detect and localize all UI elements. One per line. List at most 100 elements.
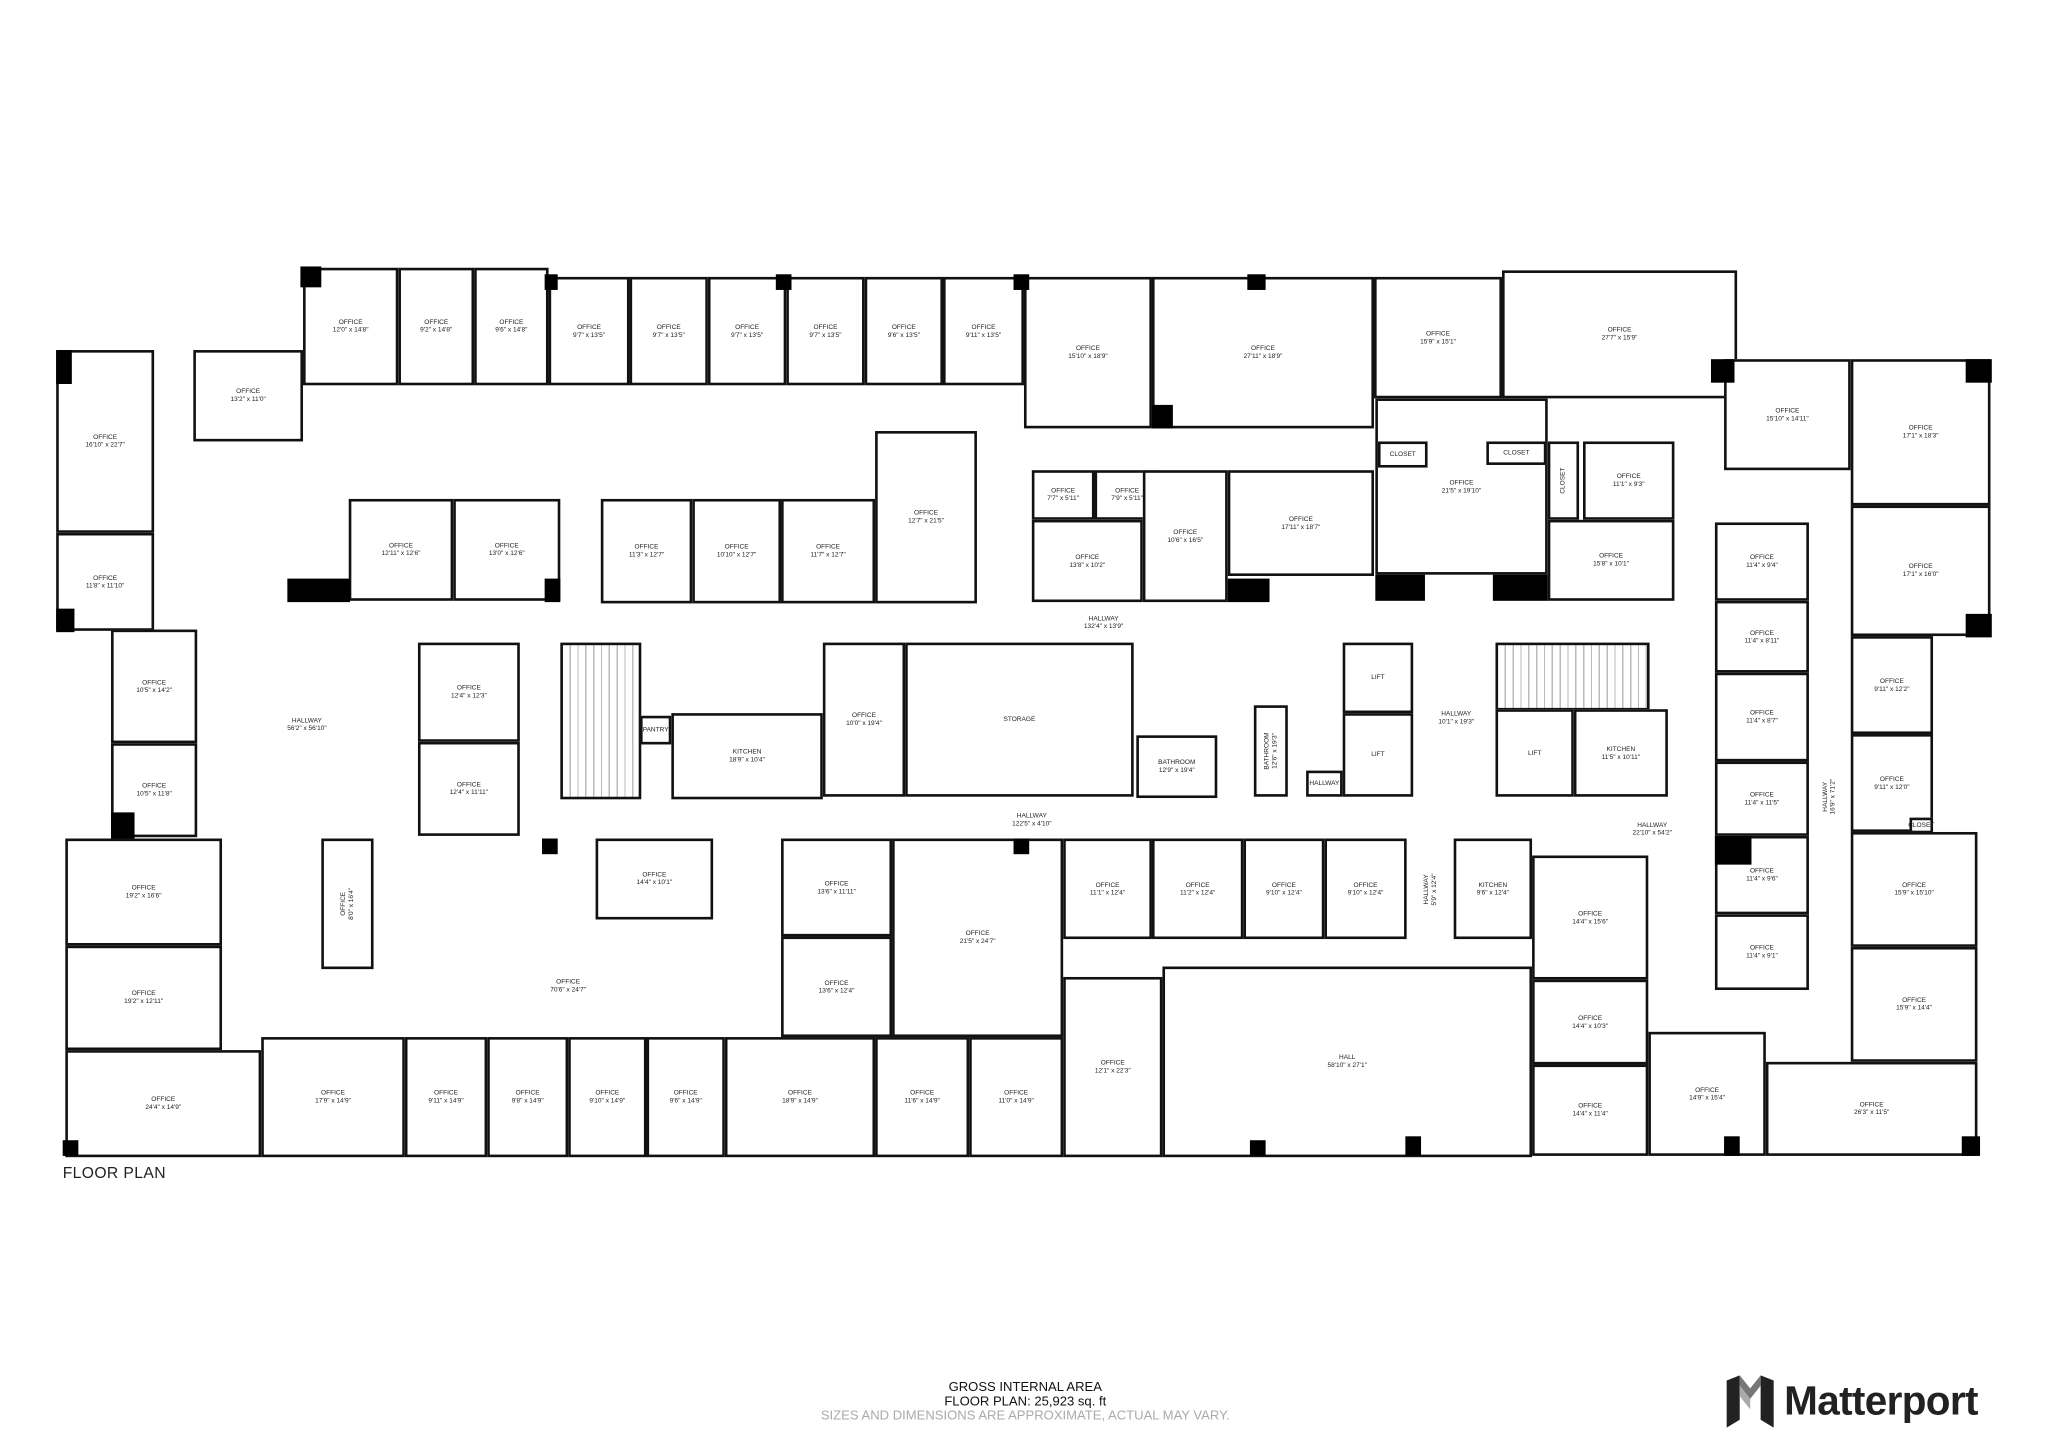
structural-column xyxy=(1710,359,1735,383)
room-dimensions: 70'6" x 24'7" xyxy=(550,986,587,994)
room-dimensions: 11'4" x 9'4" xyxy=(1746,561,1778,570)
room-closet: CLOSET xyxy=(1908,817,1934,834)
room-dimensions: 11'4" x 8'11" xyxy=(1744,636,1780,645)
room-dimensions: 9'11" x 14'9" xyxy=(428,1097,464,1105)
structural-column xyxy=(62,1140,79,1156)
room-dimensions: 15'8" x 10'1" xyxy=(1593,560,1629,569)
room-dimensions: 14'4" x 10'3" xyxy=(1572,1022,1609,1030)
room-dimensions: 11'3" x 12'7" xyxy=(628,551,665,560)
structural-column xyxy=(1714,835,1752,865)
room-dimensions: 13'2" x 11'0" xyxy=(230,395,266,404)
room-name: OFFICE xyxy=(910,1089,935,1098)
room-name: OFFICE xyxy=(1185,880,1210,889)
room-dimensions: 15'9" x 14'4" xyxy=(1896,1004,1932,1013)
room-dimensions: 15'10" x 14'11" xyxy=(1766,414,1809,423)
room-name: OFFICE xyxy=(914,509,938,518)
room-name: OFFICE xyxy=(824,978,849,987)
room-dimensions: 11'2" x 12'4" xyxy=(1180,888,1216,897)
room-closet: CLOSET xyxy=(1486,441,1547,465)
room-dimensions: 11'4" x 8'7" xyxy=(1746,717,1778,725)
room-dimensions: 9'2" x 14'8" xyxy=(420,326,453,335)
room-name: PANTRY xyxy=(642,726,669,735)
room-name: OFFICE xyxy=(1288,515,1313,524)
room-name: OFFICE xyxy=(1578,1102,1603,1111)
room-dimensions: 13'8" x 10'2" xyxy=(1069,560,1106,569)
room-name: OFFICE xyxy=(339,891,348,916)
room-dimensions: 22'10" x 54'2" xyxy=(1632,828,1672,837)
room-dimensions: 15'9" x 15'1" xyxy=(1420,337,1456,346)
room-name: OFFICE xyxy=(813,323,838,332)
room-name: OFFICE xyxy=(1749,867,1774,876)
room-dimensions: 12'6" x 19'3" xyxy=(1270,733,1279,769)
room-dimensions: 24'4" x 14'9" xyxy=(145,1103,182,1112)
room-name: OFFICE xyxy=(151,1095,176,1104)
room-name: CLOSET xyxy=(1559,467,1568,494)
room-name: OFFICE xyxy=(456,684,481,693)
room-name: OFFICE xyxy=(1902,996,1927,1005)
room-dimensions: 11'4" x 9'6" xyxy=(1746,875,1778,883)
room-dimensions: 12'1" x 22'3" xyxy=(1094,1067,1131,1075)
room-dimensions: 7'7" x 5'11" xyxy=(1047,495,1080,503)
room-name: OFFICE xyxy=(1749,553,1774,562)
room-name: HALLWAY xyxy=(1088,615,1119,624)
structural-column xyxy=(1405,1136,1422,1156)
room-name: OFFICE xyxy=(824,879,849,888)
brand-name: Matterport xyxy=(1784,1377,1978,1424)
room-name: OFFICE xyxy=(1353,880,1378,889)
room-name: KITCHEN xyxy=(732,748,762,757)
room-dimensions: 10'6" x 16'5" xyxy=(1167,536,1204,544)
room-name: OFFICE xyxy=(556,978,581,987)
room-name: OFFICE xyxy=(93,433,118,442)
room-closet: CLOSET xyxy=(1377,441,1428,468)
structural-column xyxy=(1965,359,1992,383)
room-name: BATHROOM xyxy=(1158,758,1196,767)
room-name: OFFICE xyxy=(1775,406,1800,415)
room-name: OFFICE xyxy=(656,323,681,332)
